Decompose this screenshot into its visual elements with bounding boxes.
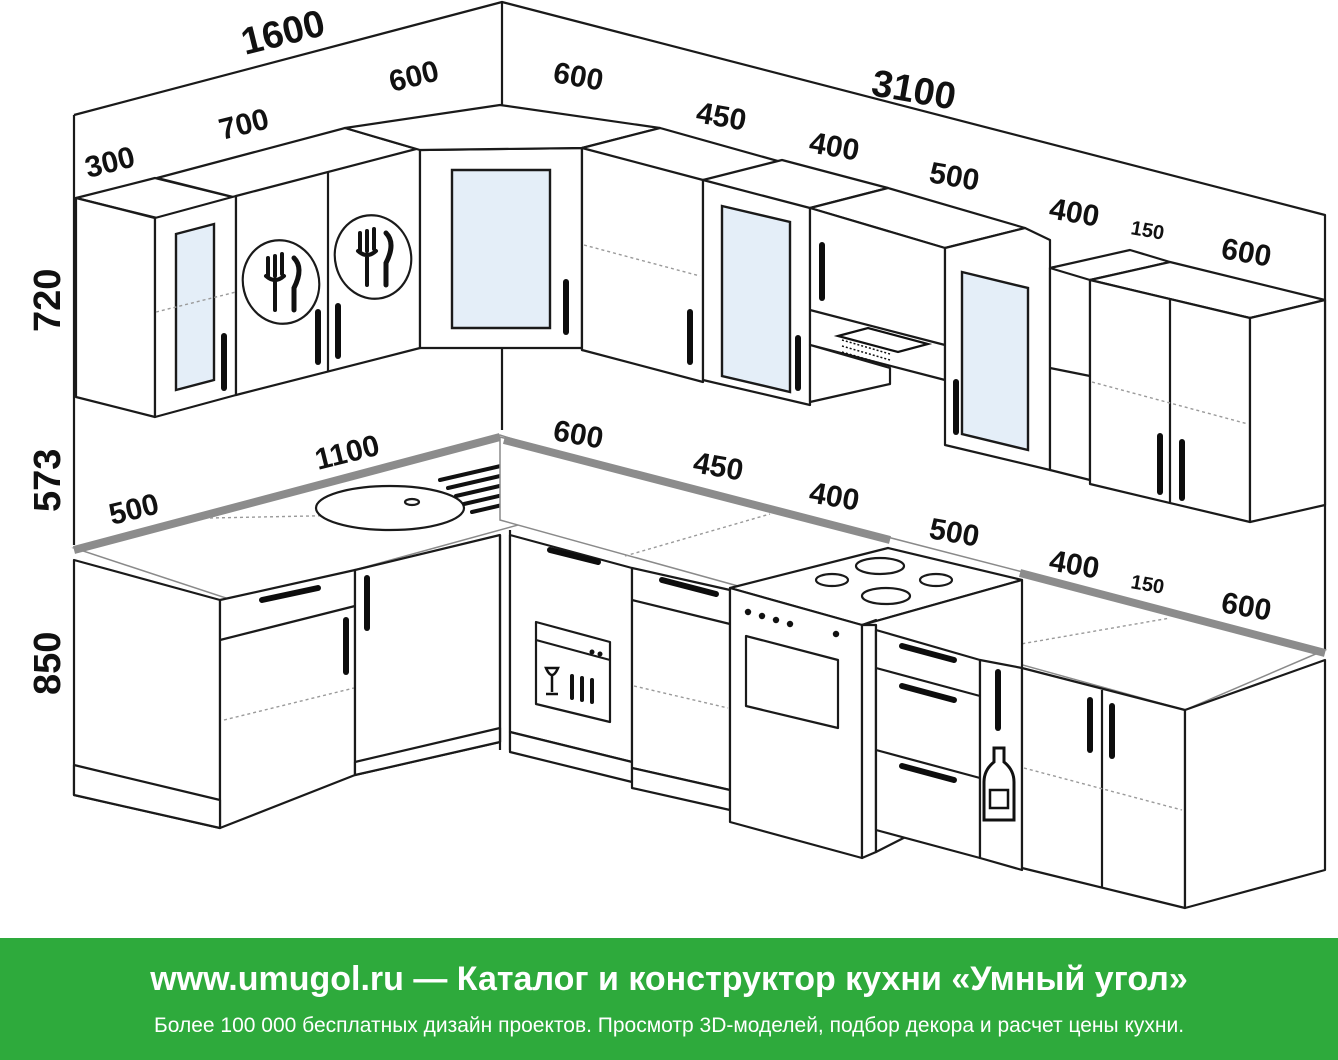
dim-total-left: 1600 xyxy=(237,3,329,64)
svg-text:450: 450 xyxy=(694,96,749,137)
dim-height-upper: 720 xyxy=(27,269,69,332)
dim-total-right: 3100 xyxy=(868,63,959,119)
footer-banner: www.umugol.ru — Каталог и конструктор ку… xyxy=(0,938,1338,1060)
glass-door-panel xyxy=(450,168,552,330)
svg-text:600: 600 xyxy=(1219,586,1274,627)
dim-height-gap: 573 xyxy=(27,449,69,512)
lower-cabinets xyxy=(71,433,1328,910)
svg-text:300: 300 xyxy=(82,141,139,185)
dishwasher-icon xyxy=(534,620,612,724)
fork-knife-icon xyxy=(241,239,321,325)
fork-knife-icon xyxy=(333,214,413,300)
svg-text:600: 600 xyxy=(386,55,443,99)
svg-text:400: 400 xyxy=(807,476,862,517)
svg-text:500: 500 xyxy=(927,156,982,197)
footer-subtitle: Более 100 000 бесплатных дизайн проектов… xyxy=(153,1014,1185,1037)
svg-text:150: 150 xyxy=(1129,571,1166,598)
footer-title[interactable]: www.umugol.ru — Каталог и конструктор ку… xyxy=(150,960,1188,998)
svg-text:150: 150 xyxy=(1129,217,1166,244)
upper-right-cabinets xyxy=(343,103,1327,524)
glass-door-panel xyxy=(960,270,1030,452)
glass-door-panel xyxy=(720,204,792,394)
svg-text:600: 600 xyxy=(551,56,606,97)
svg-text:600: 600 xyxy=(551,414,606,455)
svg-text:450: 450 xyxy=(691,446,746,487)
hob-icon xyxy=(814,556,954,606)
dimension-labels: 1600 3100 300 700 600 600 450 400 500 40… xyxy=(27,3,1274,695)
svg-text:400: 400 xyxy=(1047,192,1102,233)
dim-height-lower: 850 xyxy=(27,632,69,695)
svg-text:500: 500 xyxy=(927,512,982,553)
svg-text:600: 600 xyxy=(1219,232,1274,273)
svg-text:700: 700 xyxy=(216,103,273,147)
kitchen-diagram: 1600 3100 300 700 600 600 450 400 500 40… xyxy=(27,0,1328,910)
glass-door-panel xyxy=(174,222,216,392)
oven-icon xyxy=(744,608,840,730)
upper-left-cabinets xyxy=(74,126,422,419)
bottle-icon xyxy=(982,746,1016,822)
sink-icon xyxy=(314,460,552,532)
range-hood-icon xyxy=(808,326,933,404)
svg-text:400: 400 xyxy=(807,126,862,167)
